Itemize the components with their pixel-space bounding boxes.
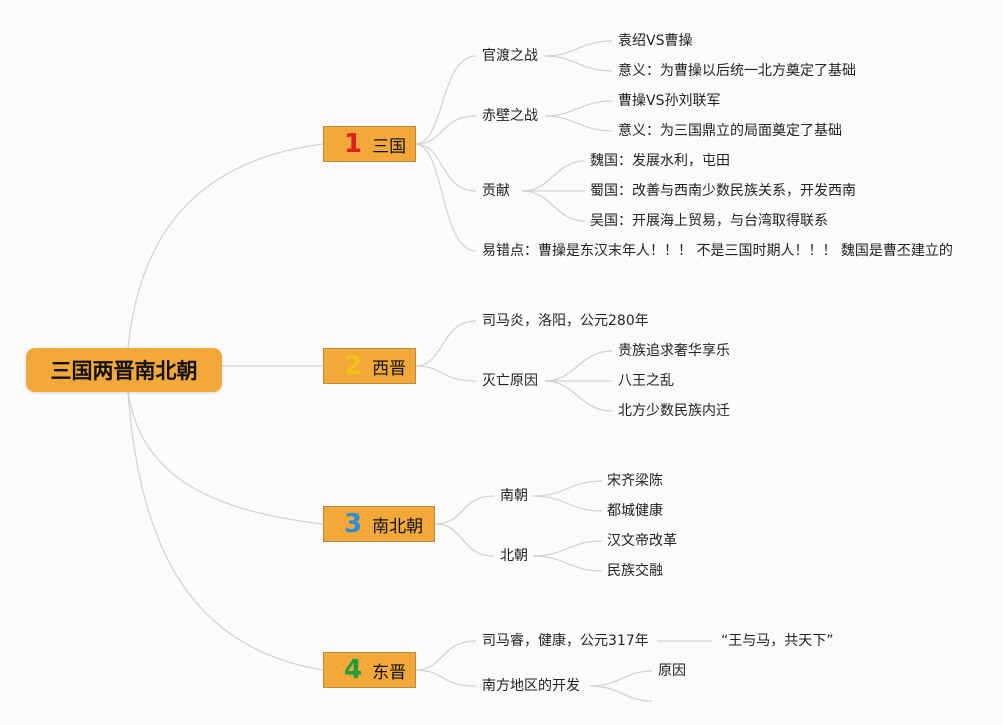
branch-label: 南北朝 bbox=[372, 516, 424, 537]
topic-note[interactable]: 易错点：曹操是东汉末年人！！！ 不是三国时期人！！！ 魏国是曹丕建立的 bbox=[482, 243, 953, 259]
topic-chibi-item[interactable]: 意义：为三国鼎立的局面奠定了基础 bbox=[618, 123, 842, 139]
number-3-icon: 3 bbox=[344, 509, 363, 539]
branch-label: 三国 bbox=[372, 136, 407, 157]
topic-guandu-item[interactable]: 意义：为曹操以后统一北方奠定了基础 bbox=[618, 63, 856, 79]
topic-beichao-item[interactable]: 民族交融 bbox=[607, 563, 663, 579]
topic-miewang-item[interactable]: 北方少数民族内迁 bbox=[618, 403, 730, 419]
branch-label: 西晋 bbox=[372, 358, 407, 379]
topic-simarui-item[interactable]: “王与马，共天下” bbox=[721, 633, 834, 649]
topic-gongxian[interactable]: 贡献 bbox=[482, 183, 510, 199]
topic-simarui[interactable]: 司马睿，健康，公元317年 bbox=[482, 633, 649, 649]
topic-simayan[interactable]: 司马炎，洛阳，公元280年 bbox=[482, 313, 649, 329]
topic-gongxian-item[interactable]: 蜀国：改善与西南少数民族关系，开发西南 bbox=[590, 183, 856, 199]
branch-label: 东晋 bbox=[372, 662, 407, 683]
topic-nanfang-item[interactable]: 原因 bbox=[658, 663, 686, 679]
topic-miewang[interactable]: 灭亡原因 bbox=[482, 373, 538, 389]
topic-chibi[interactable]: 赤壁之战 bbox=[482, 108, 538, 124]
topic-nanchao-item[interactable]: 宋齐梁陈 bbox=[607, 473, 663, 489]
number-1-icon: 1 bbox=[344, 129, 363, 159]
topic-guandu-item[interactable]: 袁绍VS曹操 bbox=[618, 33, 693, 49]
branch-xijin[interactable]: 2 西晋 bbox=[323, 348, 416, 384]
topic-chibi-item[interactable]: 曹操VS孙刘联军 bbox=[618, 93, 721, 109]
topic-miewang-item[interactable]: 贵族追求奢华享乐 bbox=[618, 343, 730, 359]
number-2-icon: 2 bbox=[344, 351, 363, 381]
topic-guandu[interactable]: 官渡之战 bbox=[482, 48, 538, 64]
topic-nanfang[interactable]: 南方地区的开发 bbox=[482, 678, 580, 694]
topic-nanchao[interactable]: 南朝 bbox=[500, 488, 528, 504]
topic-gongxian-item[interactable]: 魏国：发展水利，屯田 bbox=[590, 153, 730, 169]
number-4-icon: 4 bbox=[344, 655, 363, 685]
topic-gongxian-item[interactable]: 吴国：开展海上贸易，与台湾取得联系 bbox=[590, 213, 828, 229]
root-topic[interactable]: 三国两晋南北朝 bbox=[26, 348, 222, 392]
topic-nanchao-item[interactable]: 都城健康 bbox=[607, 503, 663, 519]
branch-nanbeichao[interactable]: 3 南北朝 bbox=[323, 506, 435, 542]
topic-beichao[interactable]: 北朝 bbox=[500, 548, 528, 564]
branch-dongjin[interactable]: 4 东晋 bbox=[323, 652, 416, 688]
topic-beichao-item[interactable]: 汉文帝改革 bbox=[607, 533, 677, 549]
branch-sanguo[interactable]: 1 三国 bbox=[323, 126, 416, 162]
topic-miewang-item[interactable]: 八王之乱 bbox=[618, 373, 674, 389]
